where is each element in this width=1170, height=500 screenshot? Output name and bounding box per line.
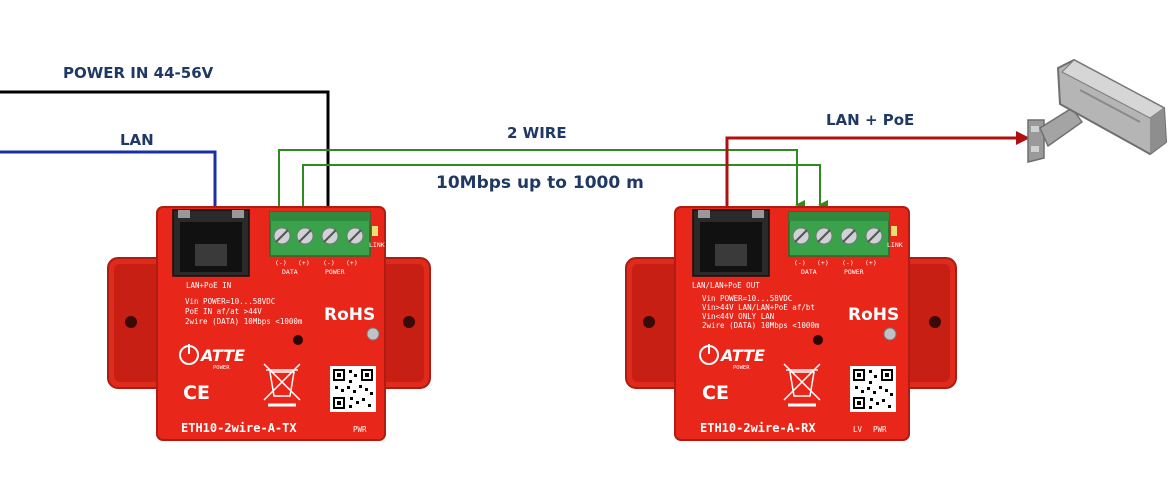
tx-pol-pos-2: (+) <box>346 259 358 267</box>
rx-spec-line: Vin POWER=10...58VDC <box>702 294 792 303</box>
rx-link-label: LINK <box>887 241 903 249</box>
lan-poe-wire <box>725 131 1030 213</box>
rx-led-lv: LV <box>853 425 863 434</box>
tx-spec-line: 2wire (DATA) 10Mbps <1000m <box>185 317 303 326</box>
tx-spec-line: PoE IN af/at >44V <box>185 307 262 316</box>
tx-pol-pos-1: (+) <box>298 259 310 267</box>
tx-term-power-label: POWER <box>325 268 345 276</box>
tx-pol-neg-1: (-) <box>275 259 287 267</box>
rx-spec-line: Vin>44V LAN/LAN+PoE af/bt <box>702 303 815 312</box>
lan-wire <box>0 150 217 212</box>
rx-brand: ATTE <box>719 346 765 365</box>
rx-spec-line: 2wire (DATA) 10Mbps <1000m <box>702 321 820 330</box>
tx-spec-line: Vin POWER=10...58VDC <box>185 297 275 306</box>
rx-module-name: ETH10-2wire-A-RX <box>700 421 816 435</box>
ce-mark-icon: CE <box>702 382 729 404</box>
rx-term-power-label: POWER <box>844 268 864 276</box>
tx-module-name: ETH10-2wire-A-TX <box>181 421 297 435</box>
qr-code-icon <box>850 366 896 412</box>
power-in-label: POWER IN 44-56V <box>63 64 214 82</box>
tx-term-data-label: DATA <box>282 268 298 276</box>
recycle-bin-icon <box>783 363 821 407</box>
rx-module: LAN/LAN+PoE OUT LINK (-) (+) (-) (+) DAT… <box>625 206 957 441</box>
tx-module: LAN+PoE IN LINK (-) (+) (-) (+) DATA POW… <box>107 206 431 441</box>
camera-icon <box>1027 58 1168 163</box>
tx-link-label: LINK <box>369 241 385 249</box>
rx-pol-pos-2: (+) <box>865 259 877 267</box>
atte-logo-icon: ATTE POWER <box>699 344 765 371</box>
rx-term-data-label: DATA <box>801 268 817 276</box>
wires <box>0 90 1030 213</box>
power-wire <box>0 90 330 213</box>
rx-pol-neg-1: (-) <box>794 259 806 267</box>
atte-logo-icon: ATTE POWER <box>179 344 245 371</box>
rx-pol-neg-2: (-) <box>842 259 854 267</box>
tx-brand: ATTE <box>199 346 245 365</box>
lan-label: LAN <box>120 131 154 149</box>
lan-poe-label: LAN + PoE <box>826 111 914 129</box>
tx-brand-sub: POWER <box>213 365 230 371</box>
data-wire-neg <box>278 149 805 213</box>
rx-spec-line: Vin<44V ONLY LAN <box>702 312 774 321</box>
tx-rohs-label: RoHS <box>324 305 375 325</box>
rx-rohs-label: RoHS <box>848 305 899 325</box>
qr-code-icon <box>330 366 376 412</box>
two-wire-label: 2 WIRE <box>507 124 567 142</box>
tx-led-pwr: PWR <box>353 425 367 434</box>
speed-label: 10Mbps up to 1000 m <box>436 173 644 193</box>
data-wire-pos <box>302 164 828 213</box>
recycle-bin-icon <box>263 363 301 407</box>
ce-mark-icon: CE <box>183 382 210 404</box>
rx-brand-sub: POWER <box>733 365 750 371</box>
tx-pol-neg-2: (-) <box>323 259 335 267</box>
rx-jack-label: LAN/LAN+PoE OUT <box>692 281 760 290</box>
rx-pol-pos-1: (+) <box>817 259 829 267</box>
rx-led-pwr: PWR <box>873 425 887 434</box>
tx-jack-label: LAN+PoE IN <box>186 281 231 290</box>
